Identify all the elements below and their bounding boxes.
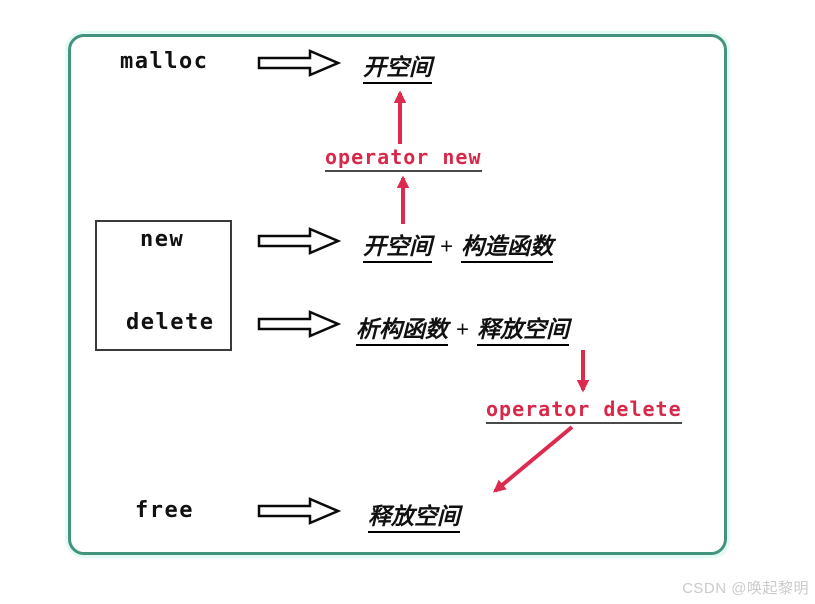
delete-result-free: 释放空间 (477, 317, 570, 346)
operator-delete-label: operator delete (486, 397, 682, 424)
malloc-result: 开空间 (363, 48, 432, 84)
delete-label: delete (126, 310, 215, 335)
plus-sign: + (440, 234, 454, 259)
new-delete-box (95, 220, 232, 351)
operator-new-label: operator new (325, 145, 482, 172)
delete-result-dtor: 析构函数 (356, 317, 448, 346)
block-arrow-icon (257, 310, 341, 338)
watermark: CSDN @唤起黎明 (682, 580, 809, 597)
plus-sign: + (456, 317, 470, 342)
block-arrow-icon (257, 497, 341, 525)
malloc-label: malloc (120, 49, 209, 74)
new-label: new (140, 227, 185, 252)
malloc-result-text: 开空间 (363, 55, 432, 84)
new-result: 开空间 + 构造函数 (363, 227, 554, 263)
free-result-text: 释放空间 (368, 504, 460, 533)
new-result-ctor: 构造函数 (461, 234, 554, 263)
new-result-alloc: 开空间 (363, 234, 432, 263)
delete-result: 析构函数 + 释放空间 (356, 310, 570, 346)
block-arrow-icon (257, 49, 341, 77)
block-arrow-icon (257, 227, 341, 255)
free-result: 释放空间 (368, 497, 460, 533)
diagram-frame (68, 34, 727, 555)
free-label: free (135, 498, 194, 523)
